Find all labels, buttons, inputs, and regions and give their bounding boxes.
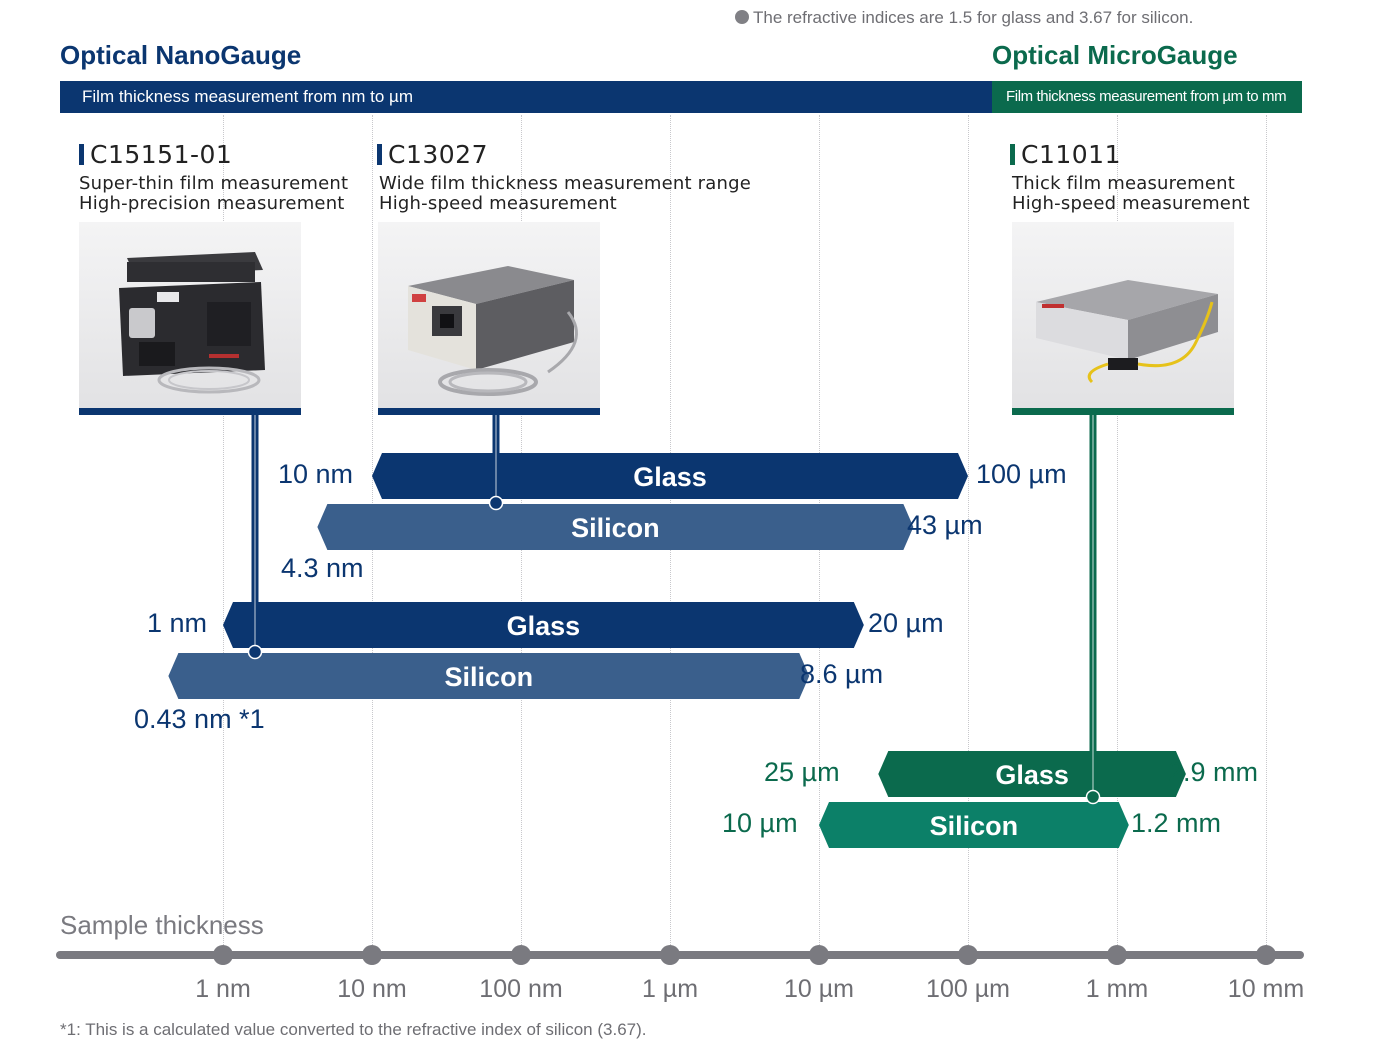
note-text: The refractive indices are 1.5 for glass…	[753, 8, 1194, 27]
axis-tick-label: 10 mm	[1227, 975, 1305, 1003]
axis-tick-label: 1 µm	[641, 975, 699, 1003]
product-title-c13027: C13027	[377, 140, 488, 169]
range-bar-label: Silicon	[571, 513, 660, 543]
banner-microgauge: Film thickness measurement from µm to mm	[992, 81, 1302, 113]
axis-tick-label: 100 µm	[926, 975, 1010, 1003]
axis-tick-label: 10 µm	[784, 975, 854, 1003]
product-title-c15151-01: C15151-01	[79, 140, 232, 169]
range-min-label: 25 µm	[764, 757, 840, 787]
refractive-index-note: The refractive indices are 1.5 for glass…	[735, 8, 1193, 28]
title-marker-icon	[377, 144, 382, 165]
range-bar-c13027-silicon	[317, 504, 914, 550]
connector-c11011-dot	[1085, 789, 1101, 805]
product-desc-c13027: Wide film thickness measurement range Hi…	[379, 174, 751, 214]
footnote: *1: This is a calculated value converted…	[60, 1020, 647, 1039]
range-min-label: 0.43 nm *1	[134, 704, 265, 734]
product-desc-c11011: Thick film measurement High-speed measur…	[1012, 174, 1250, 214]
range-bar-c15151-01-glass	[223, 602, 864, 648]
product-photo-c15151-01	[79, 222, 301, 408]
product-desc-line: High-precision measurement	[79, 193, 345, 214]
axis-tick-label: 100 nm	[479, 975, 563, 1003]
device-illustration-c13027	[408, 266, 578, 396]
range-min-label: 10 nm	[278, 459, 354, 489]
banner-nanogauge: Film thickness measurement from nm to µm	[60, 81, 992, 113]
range-max-label: 8.6 µm	[800, 659, 884, 689]
gridline	[968, 115, 969, 953]
connector-c15151-01-dot	[247, 644, 263, 660]
bullet-dot-icon	[735, 10, 749, 24]
product-desc-line: Thick film measurement	[1012, 173, 1236, 194]
gridline	[1266, 115, 1267, 953]
title-marker-icon	[79, 144, 84, 165]
brand-title-nanogauge: Optical NanoGauge	[60, 40, 302, 70]
product-strip-c11011	[1012, 408, 1234, 415]
gridline	[670, 115, 671, 953]
device-illustration-c15151-01	[119, 252, 265, 394]
product-model: C11011	[1021, 140, 1121, 169]
range-max-label: 1.2 mm	[1131, 808, 1222, 838]
product-desc-line: Wide film thickness measurement range	[379, 173, 752, 194]
product-desc-c15151-01: Super-thin film measurement High-precisi…	[79, 174, 348, 214]
brand-title-microgauge: Optical MicroGauge	[992, 40, 1238, 70]
range-min-label: 10 µm	[722, 808, 798, 838]
product-desc-line: Super-thin film measurement	[79, 173, 349, 194]
gridline	[223, 115, 224, 953]
product-desc-line: High-speed measurement	[379, 193, 617, 214]
product-model: C13027	[388, 140, 488, 169]
range-max-label: 2.9 mm	[1168, 757, 1259, 787]
range-bar-c11011-silicon	[819, 802, 1129, 848]
range-bar-label: Silicon	[445, 662, 534, 692]
range-bar-label: Glass	[507, 611, 581, 641]
product-strip-c15151-01	[79, 408, 301, 415]
range-max-label: 100 µm	[976, 459, 1067, 489]
range-min-label: 4.3 nm	[281, 553, 364, 583]
axis-tick-label: 1 nm	[195, 975, 251, 1003]
product-desc-line: High-speed measurement	[1012, 193, 1250, 214]
axis-tick-label: 10 nm	[337, 975, 407, 1003]
range-bar-c15151-01-silicon	[168, 653, 810, 699]
range-max-label: 20 µm	[868, 608, 944, 638]
gridline	[372, 115, 373, 953]
axis-title: Sample thickness	[60, 910, 264, 940]
range-max-label: 43 µm	[907, 510, 983, 540]
product-photo-c11011	[1012, 222, 1234, 408]
range-bar-label: Glass	[995, 760, 1069, 790]
axis-tick-label: 1 mm	[1085, 975, 1149, 1003]
product-model: C15151-01	[90, 140, 233, 169]
device-illustration-c11011	[1036, 280, 1218, 384]
connector-c13027-dot	[488, 495, 504, 511]
gridline	[1117, 115, 1118, 953]
product-title-c11011: C11011	[1010, 140, 1121, 169]
gridline	[819, 115, 820, 953]
range-min-label: 1 nm	[147, 608, 208, 638]
title-marker-icon	[1010, 144, 1015, 165]
product-photo-c13027	[378, 222, 600, 408]
range-bar-label: Silicon	[930, 811, 1019, 841]
product-strip-c13027	[378, 408, 600, 415]
range-bar-c11011-glass	[878, 751, 1186, 797]
